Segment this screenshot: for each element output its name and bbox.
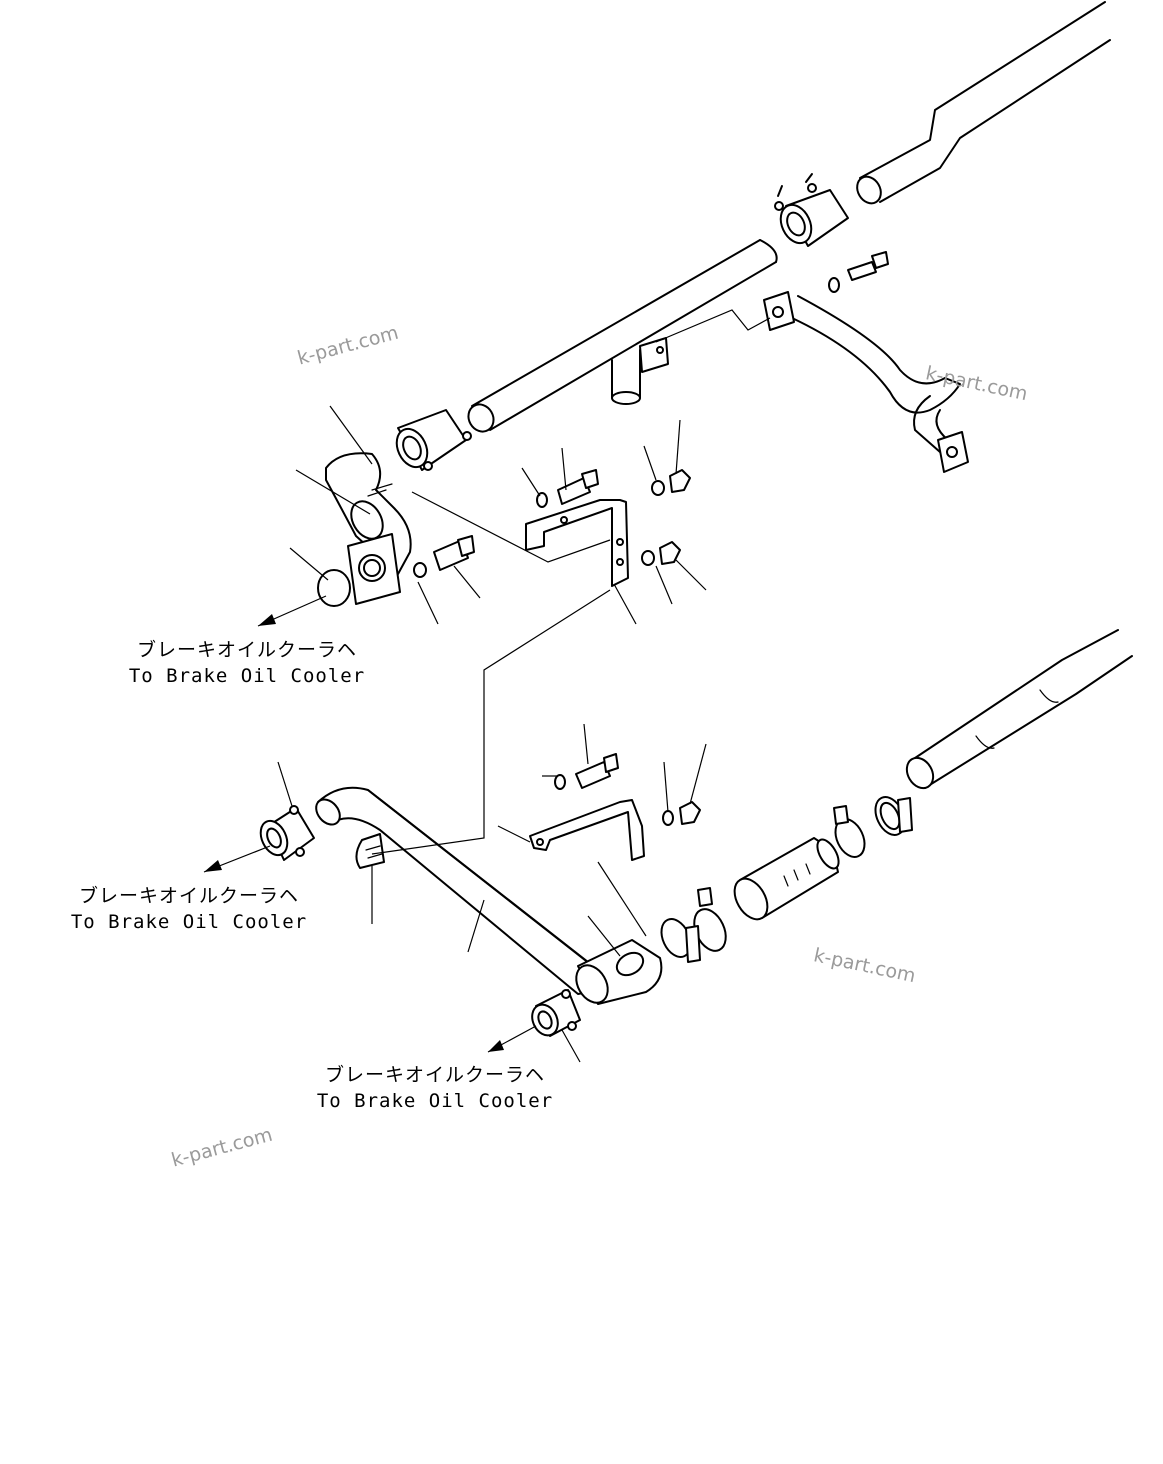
upper-main-pipe (467, 1, 1111, 433)
destination-label-lower-jp: ブレーキオイルクーラヘ (324, 1064, 545, 1086)
destination-label-upper: ブレーキオイルクーラヘ To Brake Oil Cooler (118, 637, 376, 689)
flow-arrow-middle (203, 845, 271, 873)
flow-arrow-lower (487, 1025, 537, 1053)
destination-label-lower-en: To Brake Oil Cooler (316, 1090, 554, 1112)
destination-label-upper-en: To Brake Oil Cooler (128, 665, 366, 687)
lower-hose (733, 837, 840, 921)
destination-label-middle-jp: ブレーキオイルクーラヘ (78, 885, 299, 907)
lower-right-pipe (905, 629, 1133, 790)
destination-label-upper-jp: ブレーキオイルクーラヘ (136, 639, 357, 661)
upper-coupling-left (395, 409, 472, 471)
destination-label-middle: ブレーキオイルクーラヘ To Brake Oil Cooler (60, 883, 318, 935)
lower-left-coupling (259, 805, 315, 861)
upper-bracket (525, 469, 691, 587)
right-bent-tube (763, 291, 969, 473)
lower-small-clip (355, 833, 385, 869)
lower-bottom-coupling (531, 989, 581, 1037)
destination-label-lower: ブレーキオイルクーラヘ To Brake Oil Cooler (306, 1062, 564, 1114)
upper-elbow-bolt (413, 535, 475, 578)
lower-bracket (529, 753, 701, 861)
destination-label-middle-en: To Brake Oil Cooler (70, 911, 308, 933)
upper-coupling-right (774, 173, 849, 247)
lower-long-tube (315, 786, 663, 1005)
flow-arrow-upper (257, 595, 327, 627)
lower-hose-clamps (660, 796, 913, 963)
upper-pipe-tee (611, 337, 669, 405)
leader-lines (277, 309, 771, 1063)
upper-right-bolt (828, 251, 889, 293)
